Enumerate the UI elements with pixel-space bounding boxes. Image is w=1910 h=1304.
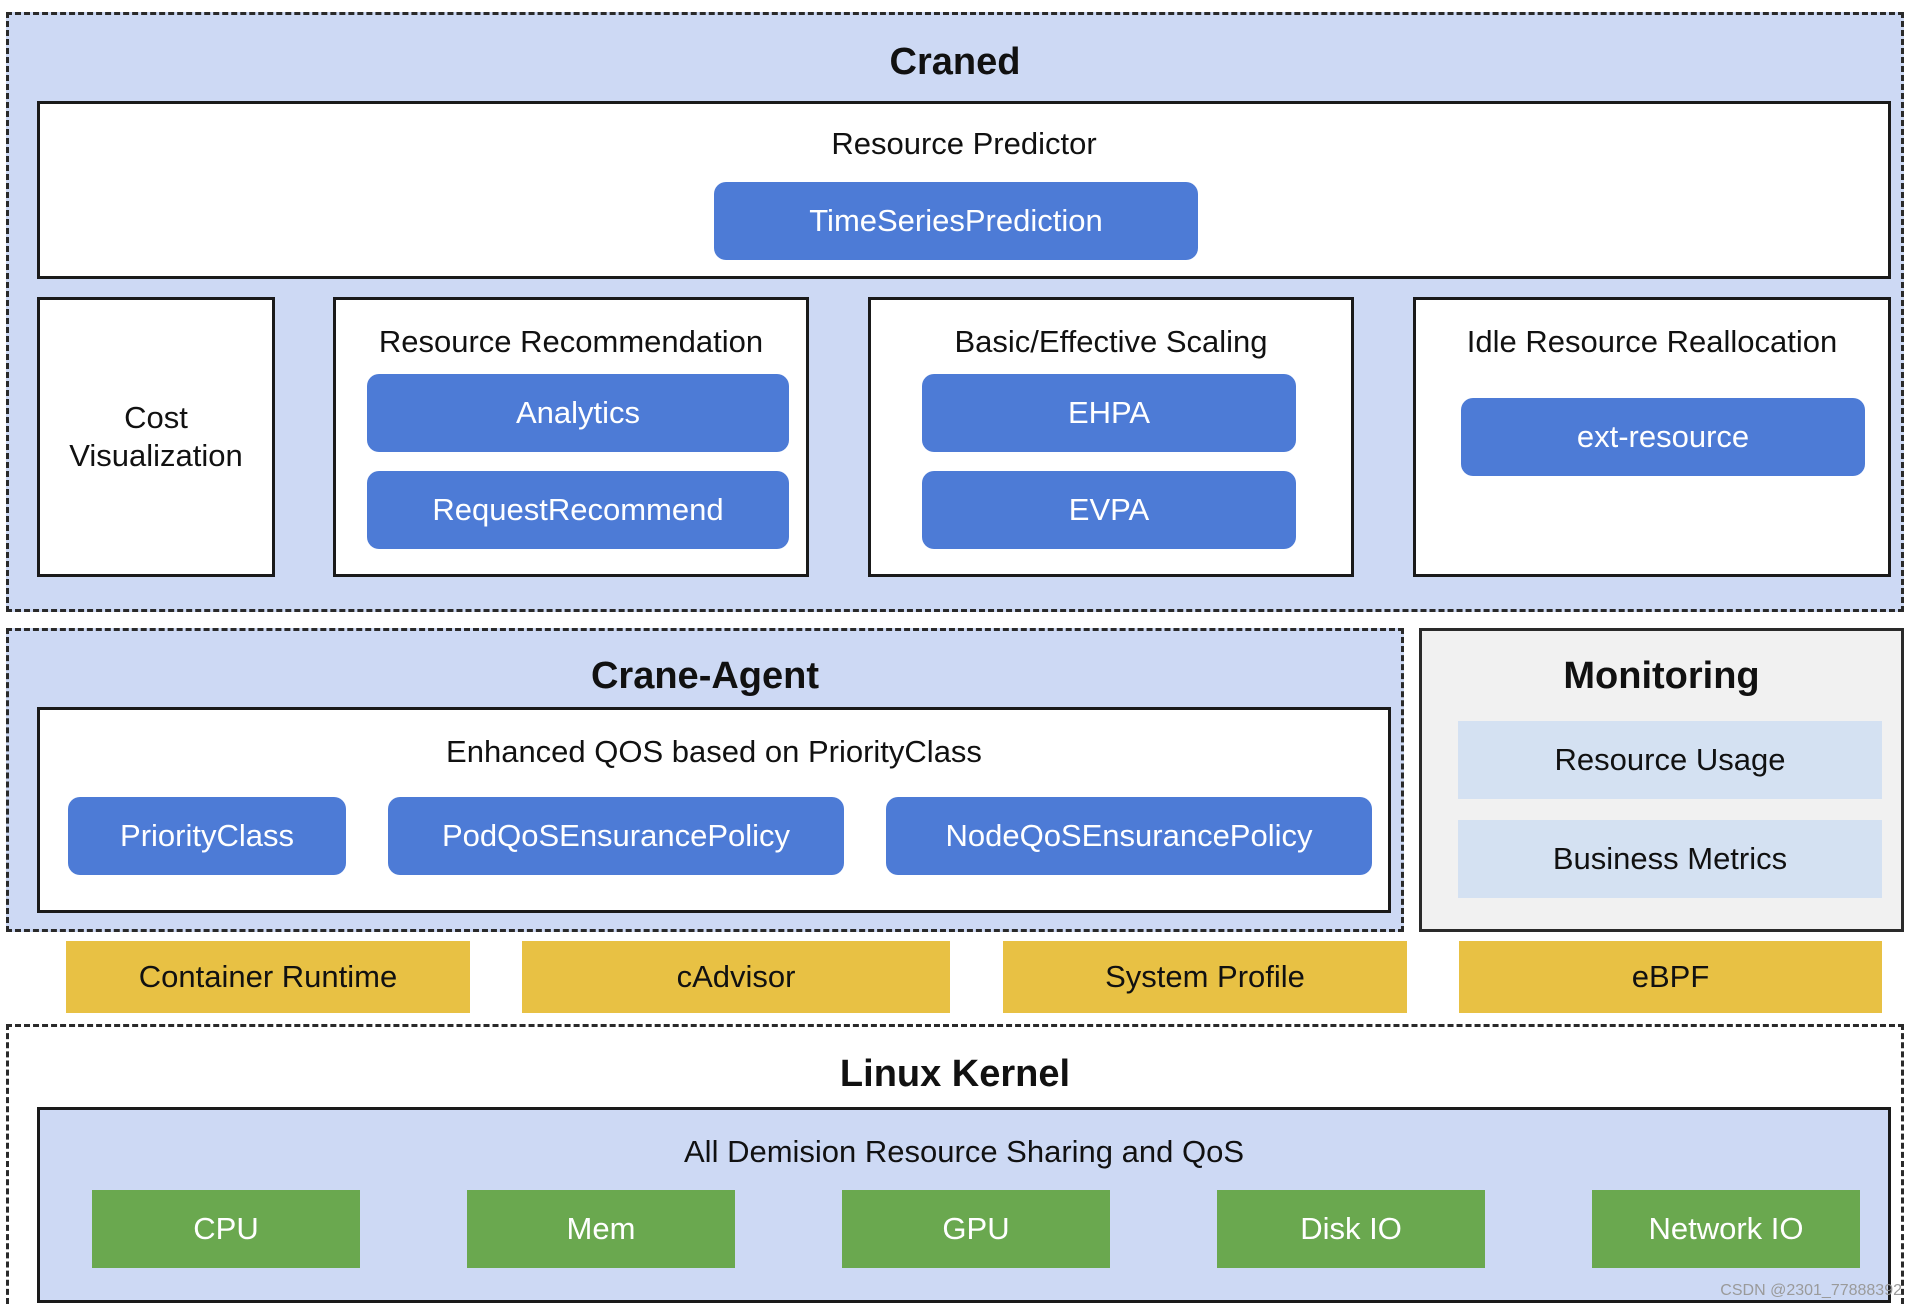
resource-recommendation-panel: Resource Recommendation Analytics Reques… — [333, 297, 809, 577]
scaling-panel: Basic/Effective Scaling EHPA EVPA — [868, 297, 1354, 577]
resource-usage-chip: Resource Usage — [1458, 721, 1882, 799]
monitoring-region: Monitoring Resource Usage Business Metri… — [1419, 628, 1904, 932]
evpa-chip: EVPA — [922, 471, 1296, 549]
idle-reallocation-panel: Idle Resource Reallocation ext-resource — [1413, 297, 1891, 577]
business-metrics-chip: Business Metrics — [1458, 820, 1882, 898]
request-recommend-chip: RequestRecommend — [367, 471, 789, 549]
cost-visualization-panel: Cost Visualization — [37, 297, 275, 577]
enhanced-qos-panel: Enhanced QOS based on PriorityClass Prio… — [37, 707, 1391, 913]
crane-agent-title: Crane-Agent — [590, 655, 820, 697]
system-profile-chip: System Profile — [1003, 941, 1407, 1013]
network-io-chip: Network IO — [1592, 1190, 1860, 1268]
ebpf-chip: eBPF — [1459, 941, 1882, 1013]
enhanced-qos-label: Enhanced QOS based on PriorityClass — [446, 734, 982, 769]
cost-visualization-label: Cost Visualization — [40, 300, 272, 574]
cadvisor-chip: cAdvisor — [522, 941, 950, 1013]
resource-sharing-label: All Demision Resource Sharing and QoS — [684, 1134, 1244, 1169]
craned-title: Craned — [889, 41, 1021, 83]
craned-region: Craned Resource Predictor TimeSeriesPred… — [6, 12, 1904, 612]
priority-class-chip: PriorityClass — [68, 797, 346, 875]
container-runtime-chip: Container Runtime — [66, 941, 470, 1013]
node-qos-ensurance-policy-chip: NodeQoSEnsurancePolicy — [886, 797, 1372, 875]
resource-predictor-panel: Resource Predictor TimeSeriesPrediction — [37, 101, 1891, 279]
linux-kernel-region: Linux Kernel All Demision Resource Shari… — [6, 1024, 1904, 1304]
cost-label-line2: Visualization — [69, 438, 243, 473]
idle-reallocation-label: Idle Resource Reallocation — [1466, 324, 1838, 359]
watermark-text: CSDN @2301_77888392 — [1720, 1282, 1902, 1299]
time-series-prediction-chip: TimeSeriesPrediction — [714, 182, 1198, 260]
cost-label-line1: Cost — [124, 400, 188, 435]
resource-sharing-panel: All Demision Resource Sharing and QoS CP… — [37, 1107, 1891, 1303]
pod-qos-ensurance-policy-chip: PodQoSEnsurancePolicy — [388, 797, 844, 875]
disk-io-chip: Disk IO — [1217, 1190, 1485, 1268]
monitoring-title: Monitoring — [1563, 655, 1760, 697]
gpu-chip: GPU — [842, 1190, 1110, 1268]
ehpa-chip: EHPA — [922, 374, 1296, 452]
resource-predictor-label: Resource Predictor — [831, 126, 1097, 161]
cpu-chip: CPU — [92, 1190, 360, 1268]
ext-resource-chip: ext-resource — [1461, 398, 1865, 476]
linux-kernel-title: Linux Kernel — [839, 1053, 1071, 1095]
scaling-label: Basic/Effective Scaling — [954, 324, 1268, 359]
resource-recommendation-label: Resource Recommendation — [378, 324, 764, 359]
mem-chip: Mem — [467, 1190, 735, 1268]
analytics-chip: Analytics — [367, 374, 789, 452]
crane-agent-region: Crane-Agent Enhanced QOS based on Priori… — [6, 628, 1404, 932]
